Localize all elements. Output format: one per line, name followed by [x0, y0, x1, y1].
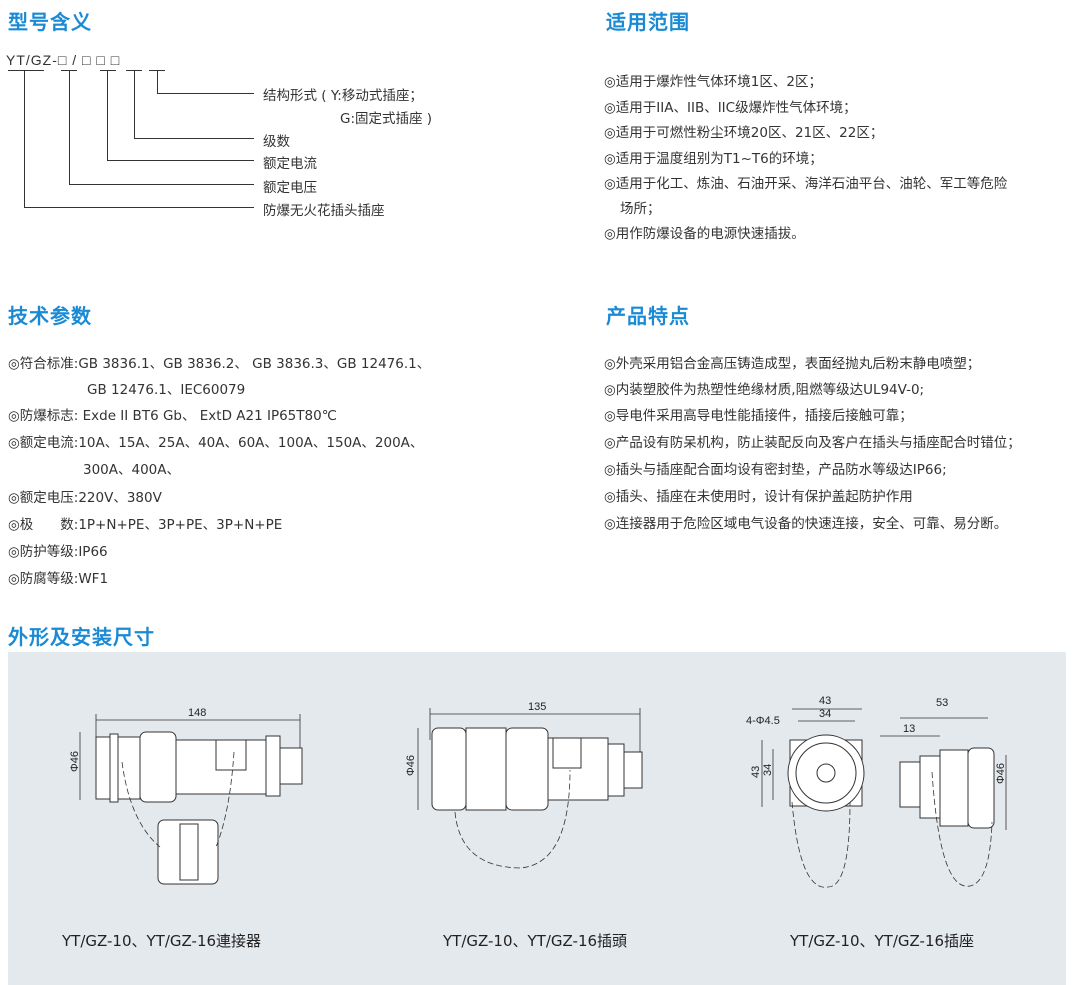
dimension-drawings: 148 Φ46 135 Φ46 43 34 4-Φ4.5 43 34 53 13… [69, 695, 1007, 888]
params-heading: 技术参数 [8, 304, 92, 328]
dims-heading: 外形及安装尺寸 [8, 625, 155, 649]
param-item: ◎极 数:1P+N+PE、3P+PE、3P+N+PE [8, 517, 283, 533]
scope-heading: 适用范围 [606, 10, 690, 34]
features-heading: 产品特点 [606, 304, 690, 328]
param-item: ◎额定电流:10A、15A、25A、40A、60A、100A、150A、200A… [8, 435, 424, 451]
feature-item: ◎外壳采用铝合金高压铸造成型，表面经抛丸后粉末静电喷塑； [604, 356, 981, 372]
svg-text:135: 135 [528, 701, 546, 713]
model-label-current: 额定电流 [263, 156, 317, 172]
feature-item: ◎产品设有防呆机构，防止装配反向及客户在插头与插座配合时错位； [604, 435, 1021, 451]
svg-text:13: 13 [903, 723, 915, 735]
scope-item: ◎适用于化工、炼油、石油开采、海洋石油平台、油轮、军工等危险 [604, 176, 1008, 192]
model-heading: 型号含义 [8, 10, 92, 34]
svg-text:43: 43 [819, 695, 831, 707]
scope-item: ◎适用于温度组别为T1~T6的环境； [604, 151, 823, 167]
scope-item: ◎适用于爆炸性气体环境1区、2区； [604, 74, 822, 90]
scope-item: 场所； [620, 201, 661, 217]
param-item: ◎防腐等级:WF1 [8, 571, 109, 587]
feature-item: ◎导电件采用高导电性能插接件，插接后接触可靠； [604, 408, 913, 424]
scope-item: ◎用作防爆设备的电源快速插拔。 [604, 226, 805, 242]
svg-text:43: 43 [750, 766, 762, 778]
model-label-structure: 结构形式 ( Y:移动式插座； [263, 88, 423, 104]
param-item: ◎额定电压:220V、380V [8, 490, 162, 506]
scope-item: ◎适用于可燃性粉尘环境20区、21区、22区； [604, 125, 884, 141]
param-item: ◎防护等级:IP66 [8, 544, 108, 560]
socket-caption: YT/GZ-10、YT/GZ-16插座 [790, 932, 975, 950]
feature-item: ◎连接器用于危险区域电气设备的快速连接，安全、可靠、易分断。 [604, 516, 1008, 532]
plug-drawing: 135 Φ46 [405, 701, 643, 869]
param-item: 300A、400A、 [83, 462, 181, 478]
connector-caption: YT/GZ-10、YT/GZ-16連接器 [62, 932, 262, 950]
param-item: ◎防爆标志: Exde II BT6 Gb、 ExtD A21 IP65T80℃ [8, 408, 337, 424]
svg-text:Φ46: Φ46 [69, 751, 81, 772]
svg-text:53: 53 [936, 697, 948, 709]
model-label-voltage: 额定电压 [263, 180, 317, 196]
model-code: YT/GZ-□ / □ □ □ [6, 52, 121, 68]
model-label-type: 防爆无火花插头插座 [263, 203, 385, 219]
dimension-panel [8, 652, 1066, 985]
model-label-structure-g: G:固定式插座 ) [340, 111, 433, 127]
connector-drawing: 148 Φ46 [69, 707, 303, 885]
scope-item: ◎适用于IIA、IIB、IIC级爆炸性气体环境； [604, 100, 857, 116]
svg-text:148: 148 [188, 707, 206, 719]
param-item: GB 12476.1、IEC60079 [87, 382, 246, 398]
model-label-poles: 级数 [263, 134, 290, 150]
svg-text:4-Φ4.5: 4-Φ4.5 [746, 715, 780, 727]
param-item: ◎符合标准:GB 3836.1、GB 3836.2、 GB 3836.3、GB … [8, 356, 431, 372]
plug-caption: YT/GZ-10、YT/GZ-16插頭 [443, 932, 628, 950]
socket-drawing: 43 34 4-Φ4.5 43 34 53 13 Φ46 [746, 695, 1007, 888]
feature-item: ◎插头、插座在未使用时，设计有保护盖起防护作用 [604, 489, 913, 505]
svg-text:Φ46: Φ46 [405, 755, 417, 776]
svg-text:34: 34 [819, 708, 831, 720]
svg-text:Φ46: Φ46 [995, 763, 1007, 784]
svg-text:34: 34 [762, 764, 774, 776]
feature-item: ◎插头与插座配合面均设有密封垫，产品防水等级达IP66; [604, 462, 947, 478]
feature-item: ◎内装塑胶件为热塑性绝缘材质,阻燃等级达UL94V-0; [604, 382, 925, 398]
